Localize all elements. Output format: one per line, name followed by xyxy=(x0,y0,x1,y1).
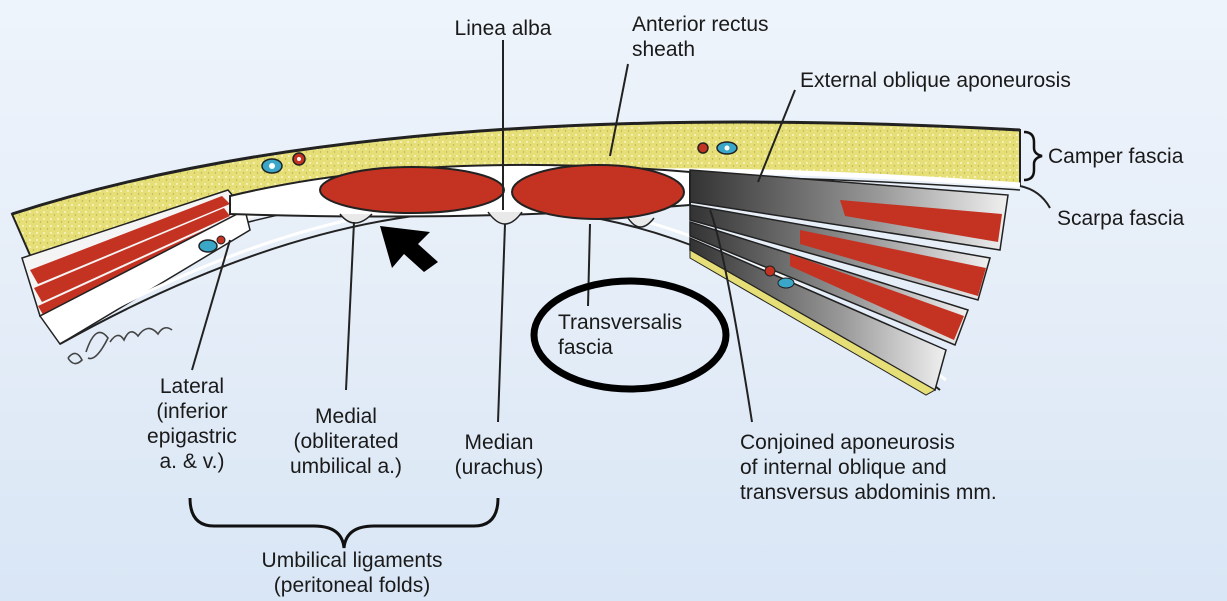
right-lateral-muscles xyxy=(690,170,1008,395)
camper-brace xyxy=(1024,132,1042,180)
medial-ligament-label: Medial (obliterated umbilical a.) xyxy=(290,404,402,479)
umbilical-ligaments-brace xyxy=(190,498,498,548)
transversalis-fascia-label: Transversalis fascia xyxy=(558,310,682,360)
right-rectus-abdominis xyxy=(512,165,684,219)
median-ligament-label: Median (urachus) xyxy=(455,430,544,480)
linea-alba-label: Linea alba xyxy=(455,16,552,41)
anterior-rectus-sheath-label: Anterior rectus sheath xyxy=(632,12,769,62)
camper-fascia-label: Camper fascia xyxy=(1048,144,1183,169)
lateral-ligament-label: Lateral (inferior epigastric a. & v.) xyxy=(147,374,237,474)
scarpa-fascia-label: Scarpa fascia xyxy=(1057,206,1184,231)
conjoined-aponeurosis-label: Conjoined aponeurosis of internal obliqu… xyxy=(740,430,997,505)
artist-signature xyxy=(68,328,172,364)
external-oblique-aponeurosis-label: External oblique aponeurosis xyxy=(800,68,1071,93)
umbilical-ligaments-label: Umbilical ligaments (peritoneal folds) xyxy=(262,548,443,598)
left-rectus-abdominis xyxy=(320,167,504,213)
pointer-arrow-icon xyxy=(380,226,438,272)
